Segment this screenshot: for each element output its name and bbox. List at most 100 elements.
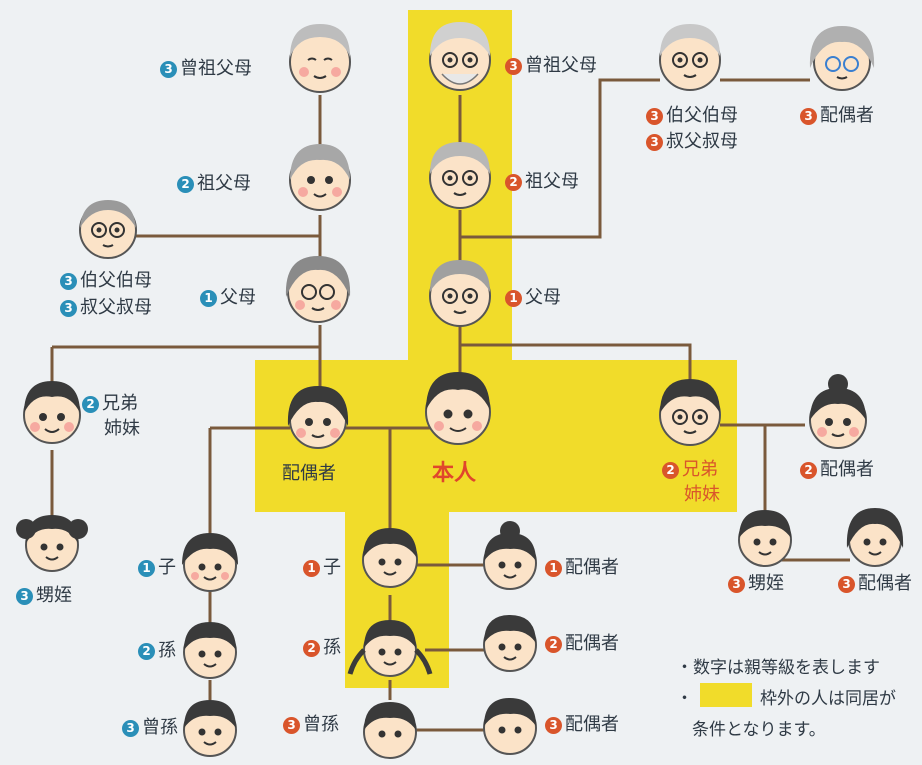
label-siblings-left-2: 姉妹 xyxy=(104,418,140,439)
face-aunt-right xyxy=(809,26,875,91)
degree-badge: 2 xyxy=(82,396,99,413)
label-text: 配偶者 xyxy=(820,105,874,126)
degree-badge: 3 xyxy=(838,576,855,593)
label-text: 配偶者 xyxy=(820,459,874,480)
label-text: 配偶者 xyxy=(565,557,619,578)
degree-badge: 3 xyxy=(545,717,562,734)
label-text: 配偶者 xyxy=(858,573,912,594)
label-text: 父母 xyxy=(220,287,256,308)
face-grandmother-left xyxy=(289,144,351,211)
face-grandchild xyxy=(347,620,433,677)
degree-badge: 3 xyxy=(646,108,663,125)
face-great-grandmother-left xyxy=(289,24,351,93)
degree-badge: 3 xyxy=(16,588,33,605)
label-text: 甥姪 xyxy=(748,573,784,594)
face-great-grandfather-right xyxy=(429,22,491,91)
face-father-right xyxy=(429,260,491,327)
degree-badge: 3 xyxy=(122,720,139,737)
degree-badge: 1 xyxy=(505,290,522,307)
note-outside-frame: 枠外の人は同居が xyxy=(760,689,896,709)
label-text: 孫 xyxy=(323,637,341,658)
face-nephew-spouse-right xyxy=(846,508,904,567)
label-text: 配偶者 xyxy=(565,714,619,735)
degree-badge: 1 xyxy=(303,560,320,577)
face-sibling-spouse-right xyxy=(809,374,867,449)
face-great-grandchild-left xyxy=(183,700,237,757)
face-spouse xyxy=(287,386,349,449)
face-uncle-right xyxy=(659,24,721,91)
degree-badge: 3 xyxy=(800,108,817,125)
degree-badge: 3 xyxy=(728,576,745,593)
face-grandfather-right xyxy=(429,142,491,209)
label-text: 曾孫 xyxy=(303,714,339,735)
label-text: 配偶者 xyxy=(565,633,619,654)
label-siblings-right-2: 姉妹 xyxy=(684,484,720,505)
label-text: 孫 xyxy=(158,640,176,661)
face-grandchild-spouse xyxy=(483,615,537,672)
degree-badge: 2 xyxy=(545,636,562,653)
label-text: 伯父伯母 xyxy=(80,270,152,291)
degree-badge: 1 xyxy=(200,290,217,307)
face-grandchild-left xyxy=(183,622,237,679)
label-text: 祖父母 xyxy=(525,171,579,192)
degree-badge: 3 xyxy=(505,58,522,75)
note-bullet: ・ xyxy=(676,689,693,709)
label-spouse: 配偶者 xyxy=(282,463,336,484)
label-text: 曾孫 xyxy=(142,717,178,738)
face-sibling-left xyxy=(23,381,81,444)
degree-badge: 1 xyxy=(138,560,155,577)
degree-badge: 2 xyxy=(800,462,817,479)
label-text: 兄弟 xyxy=(682,459,718,480)
face-great-grandchild xyxy=(363,702,417,759)
degree-badge: 2 xyxy=(177,176,194,193)
label-text: 曾祖父母 xyxy=(180,58,252,79)
label-text: 父母 xyxy=(525,287,561,308)
degree-badge: 2 xyxy=(138,643,155,660)
highlight-legend-swatch xyxy=(700,683,752,707)
note-degree-explanation: ・数字は親等級を表します xyxy=(676,658,880,678)
face-child-spouse xyxy=(483,521,537,590)
degree-badge: 3 xyxy=(60,300,77,317)
degree-badge: 2 xyxy=(505,174,522,191)
label-text: 甥姪 xyxy=(36,585,72,606)
face-nephew-right xyxy=(738,510,792,567)
degree-badge: 2 xyxy=(303,640,320,657)
face-child-left xyxy=(182,533,238,592)
label-text: 祖父母 xyxy=(197,173,251,194)
face-self xyxy=(425,372,491,445)
label-text: 子 xyxy=(323,557,341,578)
degree-badge: 3 xyxy=(60,273,77,290)
label-text: 伯父伯母 xyxy=(666,105,738,126)
degree-badge: 2 xyxy=(662,462,679,479)
faces xyxy=(16,22,904,759)
note-condition: 条件となります。 xyxy=(692,720,826,740)
label-text: 叔父叔母 xyxy=(666,131,738,152)
label-text: 子 xyxy=(158,557,176,578)
degree-badge: 3 xyxy=(160,61,177,78)
